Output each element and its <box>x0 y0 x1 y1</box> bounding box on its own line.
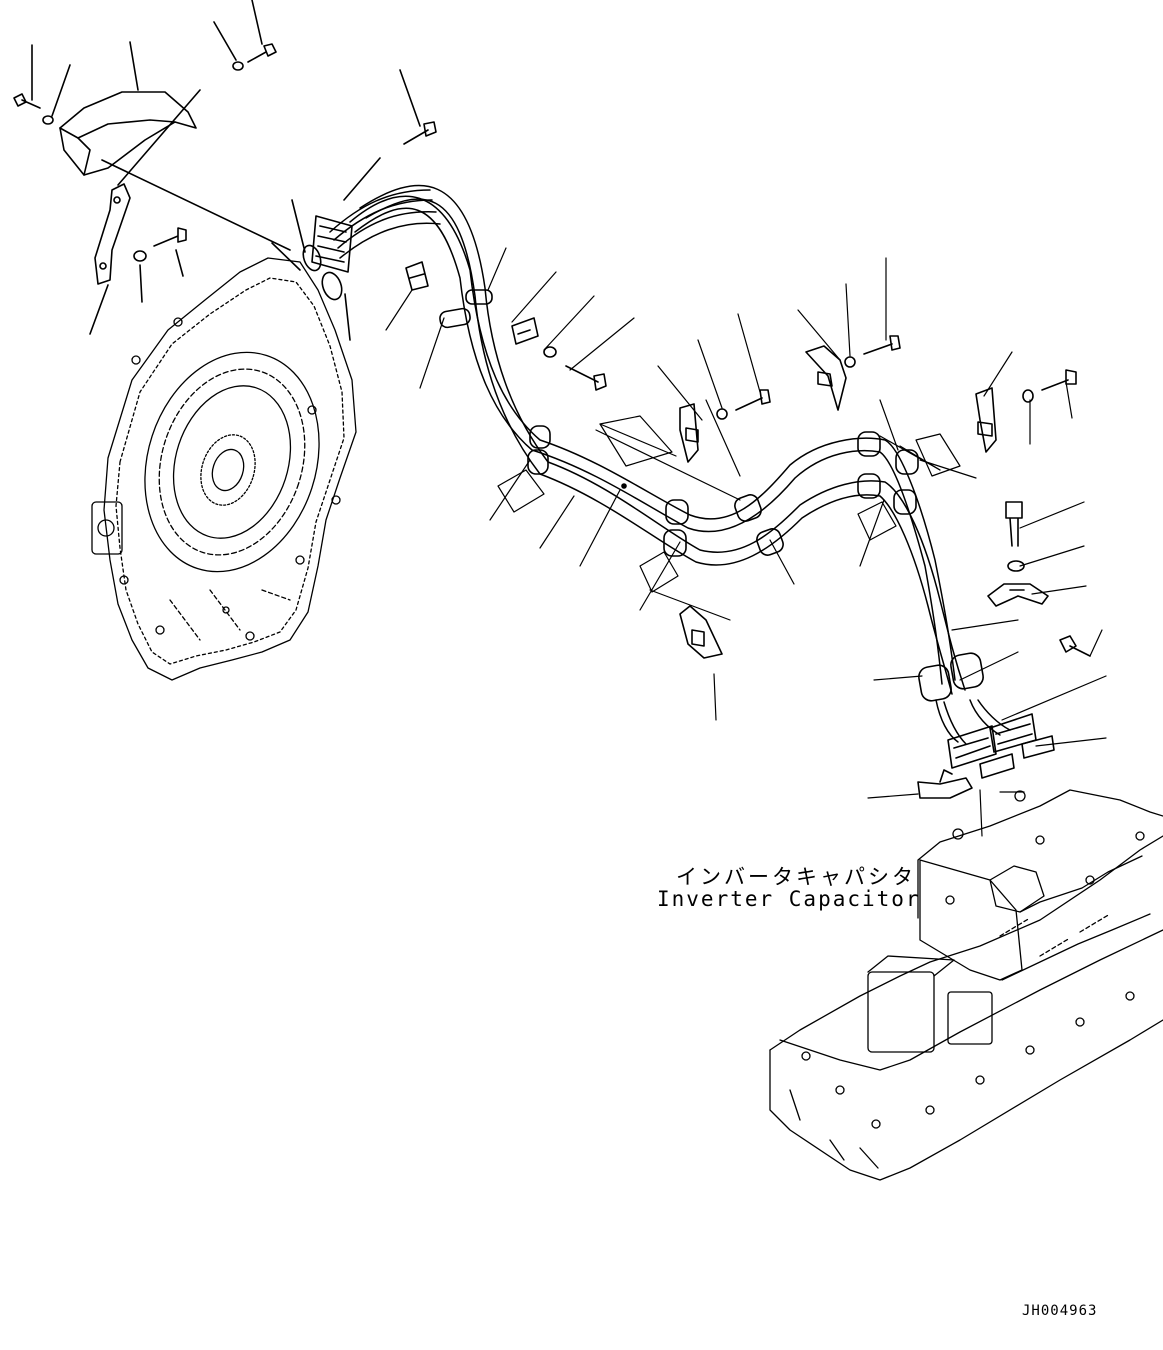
rotor-outer-ring <box>118 330 347 595</box>
clamps-and-fasteners <box>406 262 1090 798</box>
bolt-icon <box>1042 370 1076 390</box>
grommet-icon <box>949 652 984 691</box>
washer-icon <box>1023 390 1033 402</box>
washer-icon <box>544 347 556 357</box>
washer-icon <box>134 251 146 261</box>
bolt-icon <box>1006 502 1022 546</box>
grommet-icon <box>664 530 686 556</box>
grommet-icon <box>755 527 786 558</box>
clip-icon <box>406 262 428 290</box>
grommet-icon <box>439 308 471 329</box>
washer-icon <box>1008 561 1024 571</box>
cover-bracket-assembly <box>14 0 290 334</box>
bolt-icon <box>566 366 606 390</box>
inverter-capacitor-housing <box>770 790 1163 1180</box>
clip-icon <box>680 606 722 658</box>
clip-icon <box>512 318 538 344</box>
clip-icon <box>806 346 846 410</box>
cable-harness <box>330 185 1010 744</box>
clip-icon <box>976 388 996 452</box>
bolt-icon <box>736 390 770 410</box>
bolt-icon <box>14 94 40 108</box>
cover-plate <box>60 92 196 175</box>
clip-icon <box>988 584 1048 606</box>
housing-port <box>92 502 122 554</box>
washer-icon <box>43 116 53 124</box>
cable-grommets <box>439 290 985 702</box>
drawing-code: JH004963 <box>1022 1303 1098 1319</box>
component-label-english: Inverter Capacitor <box>657 887 921 911</box>
component-label-japanese: インバータキャパシタ <box>676 865 916 889</box>
inverter-connector-icon <box>990 714 1036 752</box>
grommet-icon <box>733 493 764 524</box>
grommet-icon <box>666 500 688 524</box>
motor-housing <box>92 258 356 680</box>
grommet-icon <box>894 490 916 514</box>
spline-hub <box>192 428 264 513</box>
motor-connector-plate <box>272 70 436 340</box>
seal-gasket-icon <box>980 754 1014 778</box>
washer-icon <box>717 409 727 419</box>
seal-gasket-icon <box>319 270 345 302</box>
grommet-icon <box>858 474 880 498</box>
support-bracket <box>95 184 130 284</box>
grommet-icon <box>917 664 952 703</box>
inverter-connector-icon <box>948 726 996 768</box>
washer-icon <box>233 62 243 70</box>
clip-icon <box>680 404 698 462</box>
grommet-icon <box>530 426 550 448</box>
bolt-icon <box>1060 636 1090 656</box>
bolt-icon <box>864 336 900 354</box>
clip-icon <box>918 770 972 798</box>
seal-gasket-icon <box>1022 736 1054 758</box>
washer-icon <box>845 357 855 367</box>
grommet-icon <box>858 432 880 456</box>
bolt-icon <box>248 44 276 62</box>
bolt-icon <box>154 228 186 246</box>
grommet-icon <box>896 450 918 474</box>
grommet-icon <box>466 290 492 304</box>
bolt-icon <box>404 122 436 144</box>
callout-leader-lines <box>386 248 1106 836</box>
rotor-stator-ring <box>136 350 328 574</box>
seal-gasket-icon <box>300 243 324 273</box>
